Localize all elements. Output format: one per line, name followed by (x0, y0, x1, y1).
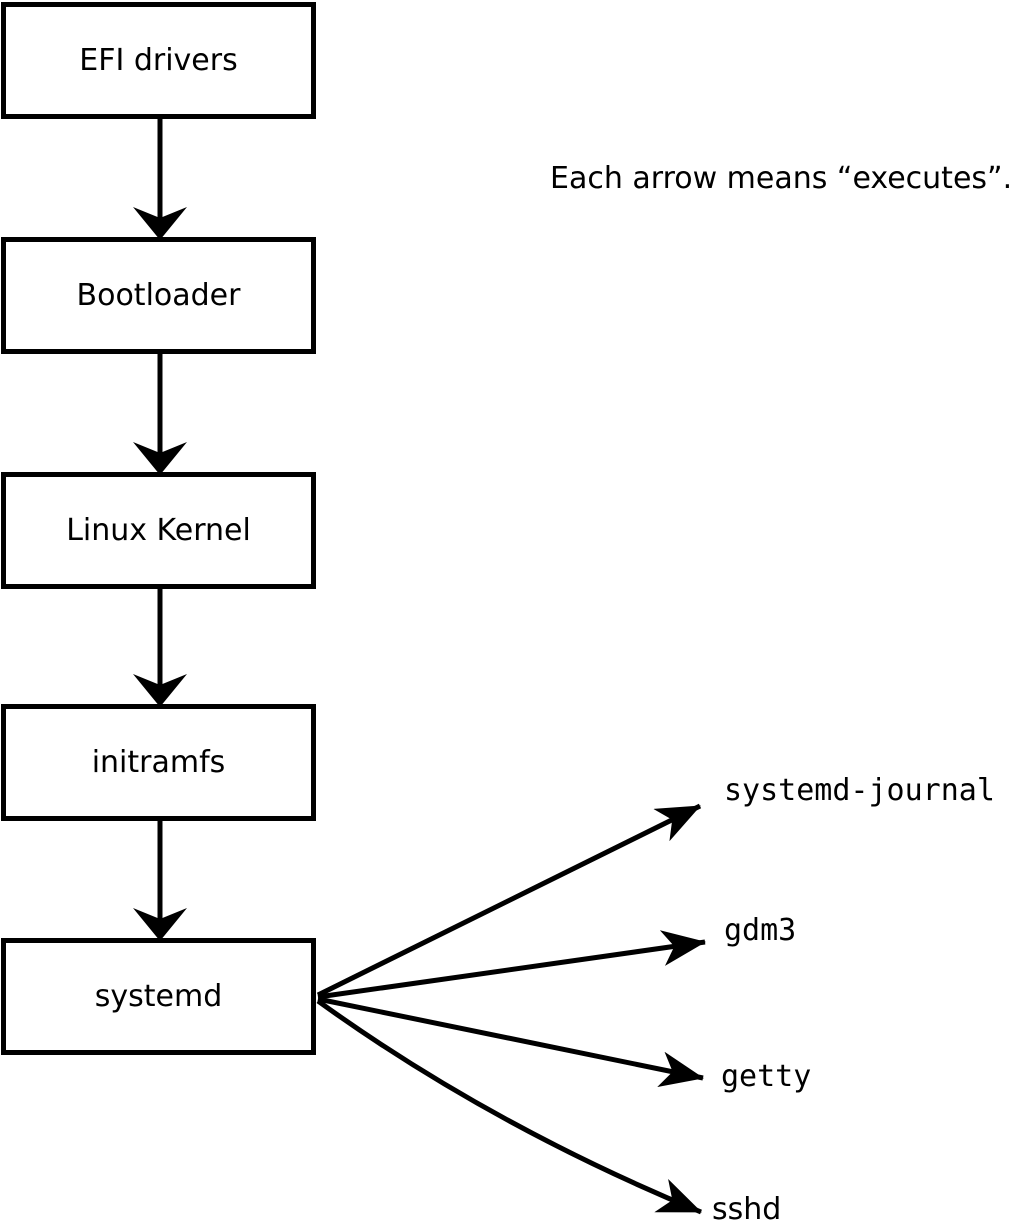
box-systemd: systemd (1, 938, 316, 1055)
arrow-meaning-caption: Each arrow means “executes”. (550, 161, 1013, 196)
service-label-systemd-journal: systemd-journal (724, 773, 995, 808)
arrow-efi-to-bootloader (133, 118, 187, 240)
arrow-bootloader-to-kernel (133, 354, 187, 475)
box-bootloader-label: Bootloader (76, 277, 241, 313)
box-bootloader: Bootloader (1, 237, 316, 354)
arrow-initramfs-to-systemd (133, 821, 187, 941)
arrow-systemd-to-journal (316, 803, 702, 998)
box-efi-drivers-label: EFI drivers (79, 42, 238, 78)
service-label-sshd: sshd (712, 1192, 782, 1227)
arrow-systemd-to-getty (317, 996, 704, 1087)
box-efi-drivers: EFI drivers (1, 2, 316, 119)
box-systemd-label: systemd (94, 978, 223, 1014)
arrow-systemd-to-gdm3 (317, 930, 706, 1000)
box-initramfs-label: initramfs (91, 744, 226, 780)
box-initramfs: initramfs (1, 704, 316, 821)
box-linux-kernel: Linux Kernel (1, 472, 316, 589)
box-linux-kernel-label: Linux Kernel (66, 512, 251, 548)
arrow-systemd-to-sshd (316, 998, 702, 1215)
service-label-getty: getty (721, 1059, 812, 1094)
arrow-kernel-to-initramfs (133, 589, 187, 707)
service-label-gdm3: gdm3 (724, 913, 797, 948)
